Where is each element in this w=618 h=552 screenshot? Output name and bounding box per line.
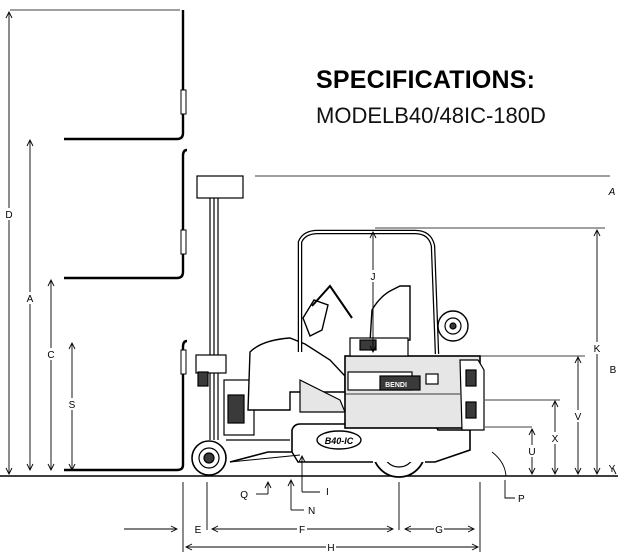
- dim-label-i: I: [326, 487, 329, 498]
- dim-label-y: Y: [609, 464, 616, 475]
- dim-label-a: A: [27, 294, 34, 305]
- model-badge-text: B40-IC: [325, 436, 354, 446]
- front-wheel: [191, 440, 227, 476]
- mast: [195, 175, 255, 440]
- dim-label-u: U: [528, 447, 535, 458]
- dim-label-e: E: [195, 525, 202, 536]
- fork-low-height: [64, 339, 188, 472]
- dim-label-b: B: [610, 365, 617, 376]
- dim-label-overall: A: [608, 187, 616, 198]
- dim-label-j: J: [371, 272, 376, 283]
- spec-model: MODELB40/48IC-180D: [316, 103, 546, 128]
- dim-label-v: V: [575, 412, 582, 423]
- dim-label-x: X: [552, 434, 559, 445]
- operator-area: [302, 284, 469, 357]
- dim-label-f: F: [299, 525, 305, 536]
- fork-mid-height: [64, 148, 188, 280]
- overhead-guard: [297, 229, 440, 355]
- dim-label-q: Q: [240, 490, 248, 501]
- chassis: [229, 337, 485, 463]
- dim-label-g: G: [435, 525, 443, 536]
- dim-label-c: C: [47, 350, 54, 361]
- dim-label-k: K: [594, 344, 601, 355]
- dim-label-n: N: [308, 506, 315, 517]
- dim-label-d: D: [5, 210, 12, 221]
- dim-label-p: P: [518, 494, 525, 505]
- dim-label-s: S: [69, 400, 76, 411]
- spec-title: SPECIFICATIONS:: [316, 66, 536, 94]
- model-badge-oval: [316, 430, 362, 450]
- brand-plate-text: BENDI: [385, 382, 407, 389]
- fork-max-height: [64, 10, 187, 141]
- dim-label-h: H: [327, 543, 334, 552]
